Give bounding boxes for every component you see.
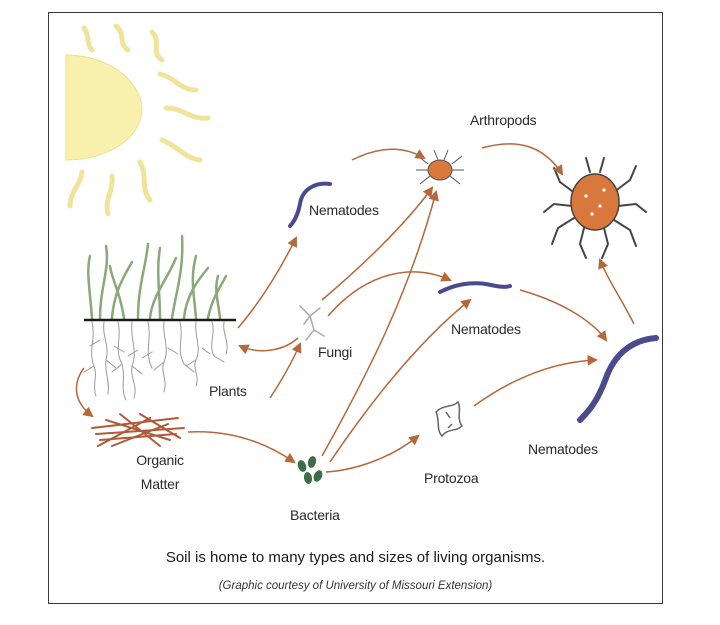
arrow-fungi-to-arthropod <box>321 186 434 301</box>
arrow-nematodes-mid-to-nematodes-right <box>519 289 608 342</box>
arrow-plants-to-organic-matter <box>75 367 94 418</box>
small-arthropod-icon <box>416 149 464 185</box>
organic-matter-icon <box>91 413 185 447</box>
label-nematodes-mid: Nematodes <box>451 321 521 337</box>
label-nematodes-right: Nematodes <box>528 441 598 457</box>
fungi-icon <box>299 305 325 341</box>
arrow-nematodes-right-to-large-arthropod <box>598 258 635 325</box>
arrow-bacteria-to-arthropod <box>321 189 439 457</box>
arrow-bacteria-to-protozoa <box>325 434 420 473</box>
arrow-bacteria-to-nematodes-mid <box>329 298 472 463</box>
arrow-plants-to-nematodes <box>237 236 297 329</box>
label-nematodes-top: Nematodes <box>309 202 379 218</box>
label-protozoa: Protozoa <box>424 470 479 486</box>
arrow-nematodes-to-arthropod <box>351 148 426 161</box>
label-organic-matter-line2: Matter <box>140 476 180 492</box>
label-fungi: Fungi <box>318 344 353 360</box>
diagram-frame <box>48 12 663 604</box>
arrow-organic-matter-to-bacteria <box>187 431 296 464</box>
label-plants: Plants <box>209 383 247 399</box>
nematode-right-icon <box>577 335 659 423</box>
plants-icon <box>83 234 236 401</box>
arrow-protozoa-to-nematodes-right <box>473 355 599 407</box>
label-bacteria: Bacteria <box>290 507 340 523</box>
arrow-arthropod-to-large-arthropod <box>481 143 564 176</box>
caption: Soil is home to many types and sizes of … <box>165 549 546 566</box>
label-arthropods: Arthropods <box>470 112 537 128</box>
large-arthropod-icon <box>543 157 647 259</box>
sun-icon <box>65 23 211 217</box>
protozoa-icon <box>435 400 463 438</box>
bacteria-icon <box>297 456 323 484</box>
nematode-mid-icon <box>438 281 512 294</box>
arrow-plants-to-fungi <box>269 342 302 399</box>
arrow-fungi-to-plants <box>238 337 299 355</box>
nematode-top-icon <box>288 181 332 228</box>
label-organic-matter-line1: Organic <box>136 452 184 468</box>
arrow-fungi-to-nematodes-mid <box>327 271 452 317</box>
credit: (Graphic courtesy of University of Misso… <box>218 580 493 592</box>
arrows <box>75 143 635 473</box>
